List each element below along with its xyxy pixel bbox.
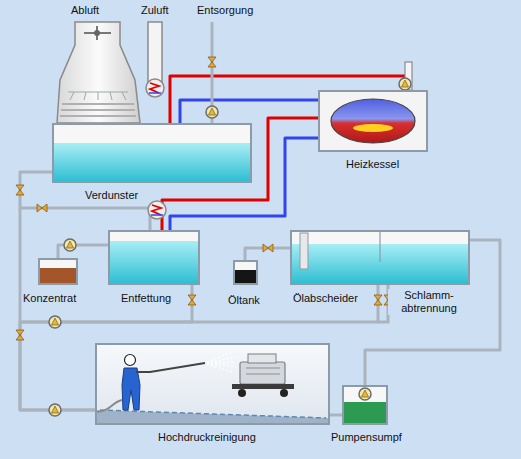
component-label: Konzentrat — [22, 292, 77, 305]
component-label: Heizkessel — [345, 158, 400, 171]
component-label: Öltank — [227, 294, 261, 307]
component-label: Verdunster — [84, 189, 139, 202]
oil-separator-tank: ÖlabscheiderSchlamm- abtrennung — [290, 230, 470, 285]
pipe-connector — [330, 414, 342, 417]
concentrate-beaker: Konzentrat — [38, 258, 78, 285]
boiler: Heizkessel — [318, 90, 428, 152]
evaporator-tank: Verdunster — [52, 123, 252, 183]
washing-bay: Hochdruckreinigung — [95, 343, 330, 425]
component-label: Entfettung — [120, 292, 172, 305]
oil-tank: Öltank — [233, 260, 258, 285]
pump-sump: Pumpensumpf — [342, 385, 388, 425]
pipe-connector — [245, 248, 290, 260]
component-label: Hochdruckreinigung — [157, 431, 257, 444]
flow-label: Abluft — [70, 4, 100, 17]
component-label: Pumpensumpf — [330, 431, 403, 444]
degreasing-tank: Entfettung — [108, 230, 200, 285]
flow-label: Zuluft — [140, 4, 170, 17]
pipe-connector — [180, 100, 318, 123]
component-label: Ölabscheider — [292, 292, 359, 305]
flow-label: Entsorgung — [196, 4, 254, 17]
component-label: Schlamm- abtrennung — [388, 289, 470, 315]
